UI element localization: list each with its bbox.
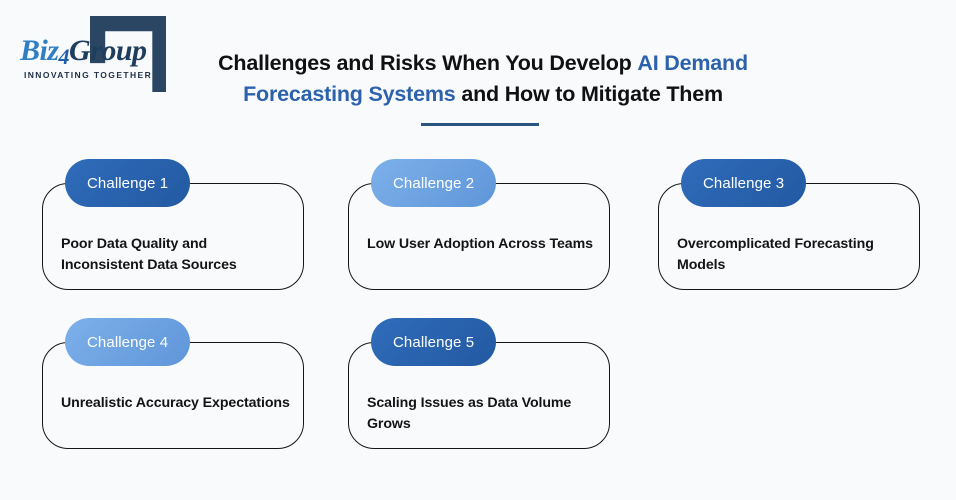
brand-logo: Biz4Group INNOVATING TOGETHER xyxy=(18,16,170,92)
challenge-card-1: Challenge 1 Poor Data Quality and Incons… xyxy=(42,159,304,290)
logo-tagline: INNOVATING TOGETHER xyxy=(24,70,153,80)
page-title-segment-1: Challenges and Risks When You Develop xyxy=(218,51,638,75)
challenge-badge-label-5: Challenge 5 xyxy=(393,333,475,351)
challenge-badge-label-2: Challenge 2 xyxy=(393,174,475,192)
challenge-badge-label-3: Challenge 3 xyxy=(703,174,785,192)
header: Biz4Group INNOVATING TOGETHER Challenges… xyxy=(0,0,956,140)
challenge-badge-label-4: Challenge 4 xyxy=(87,333,169,351)
challenge-card-4: Challenge 4 Unrealistic Accuracy Expecta… xyxy=(42,318,304,449)
challenge-badge-5: Challenge 5 xyxy=(371,318,497,366)
challenge-text-1: Poor Data Quality and Inconsistent Data … xyxy=(61,236,237,273)
challenge-badge-label-1: Challenge 1 xyxy=(87,174,169,192)
challenge-card-5: Challenge 5 Scaling Issues as Data Volum… xyxy=(348,318,610,449)
page-title: Challenges and Risks When You Develop AI… xyxy=(178,48,788,110)
challenge-card-2: Challenge 2 Low User Adoption Across Tea… xyxy=(348,159,610,290)
challenge-badge-4: Challenge 4 xyxy=(65,318,191,366)
logo-word-four: 4 xyxy=(58,44,70,69)
challenge-badge-1: Challenge 1 xyxy=(65,159,191,207)
page-title-segment-3: and How to Mitigate Them xyxy=(455,82,723,106)
title-divider xyxy=(421,123,539,126)
challenge-text-2: Low User Adoption Across Teams xyxy=(367,236,593,252)
challenge-badge-3: Challenge 3 xyxy=(681,159,807,207)
logo-wordmark: Biz4Group xyxy=(20,34,147,69)
challenge-text-4: Unrealistic Accuracy Expectations xyxy=(61,395,290,411)
challenge-text-5: Scaling Issues as Data Volume Grows xyxy=(367,395,572,432)
challenge-card-3: Challenge 3 Overcomplicated Forecasting … xyxy=(658,159,920,290)
page-title-highlight: AI Demand Forecasting Systems xyxy=(243,51,748,106)
challenge-text-3: Overcomplicated Forecasting Models xyxy=(677,236,874,273)
logo-word-biz: Biz xyxy=(20,34,59,67)
logo-word-group: Group xyxy=(69,34,147,67)
challenge-badge-2: Challenge 2 xyxy=(371,159,497,207)
